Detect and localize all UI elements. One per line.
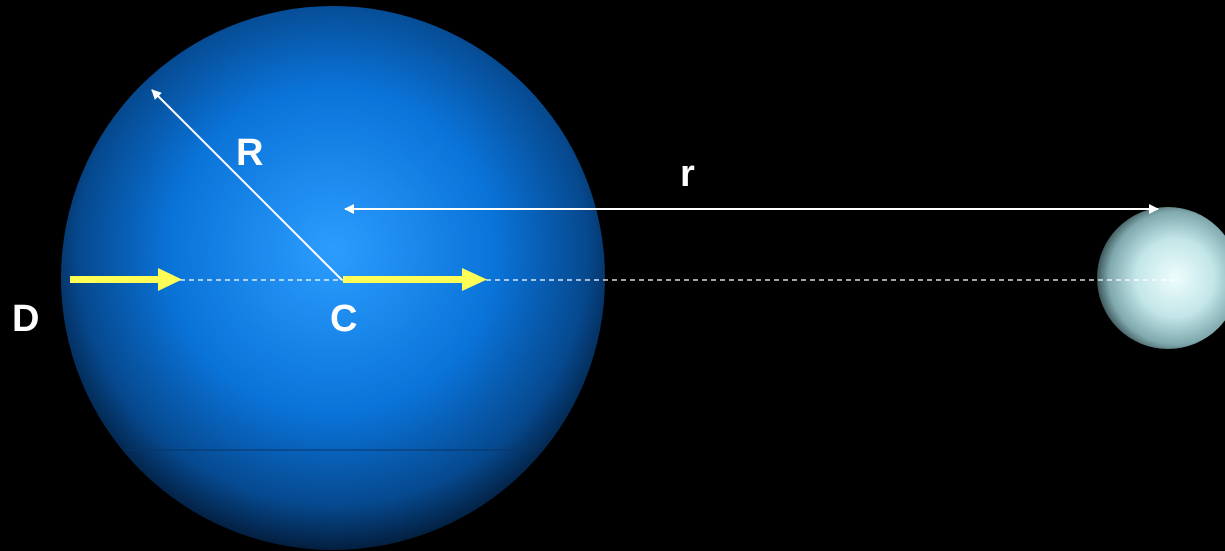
label-center: C	[330, 298, 357, 340]
label-point-d: D	[12, 298, 39, 340]
radius-arrow	[151, 89, 343, 281]
moon	[1097, 207, 1225, 349]
label-radius: R	[236, 132, 263, 174]
label-distance: r	[680, 153, 695, 195]
force-arrow-c	[343, 268, 487, 291]
force-arrow-d	[70, 268, 182, 291]
planet	[61, 6, 605, 550]
